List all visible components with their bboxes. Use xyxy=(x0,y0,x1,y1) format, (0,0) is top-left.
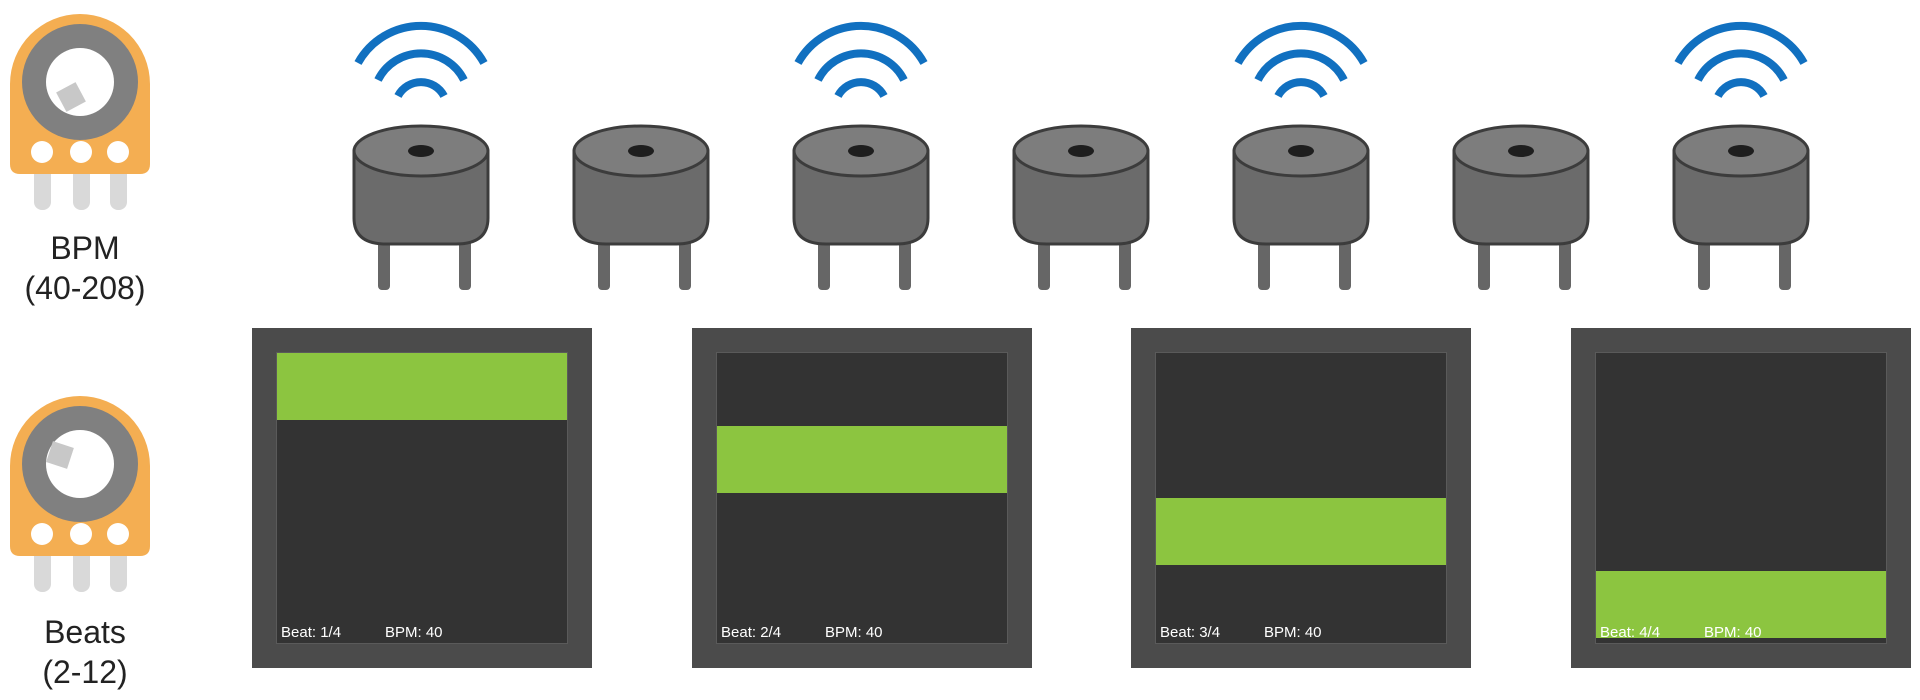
beat-text: Beat: 1/4 xyxy=(281,624,342,641)
screen-display: Beat: 2/4 BPM: 40 xyxy=(716,352,1008,644)
buzzer-active xyxy=(1666,18,1816,290)
buzzer-icon xyxy=(1452,124,1590,290)
buzzer-active xyxy=(1226,18,1376,290)
screen-display: Beat: 3/4 BPM: 40 xyxy=(1155,352,1447,644)
metronome-screen-1: Beat: 1/4 BPM: 40 xyxy=(252,328,592,668)
sound-wave-icon xyxy=(354,21,488,99)
bpm-text: BPM: 40 xyxy=(385,624,443,641)
beat-text: Beat: 2/4 xyxy=(721,624,782,641)
beat-indicator-bar xyxy=(1156,498,1446,565)
buzzer-active xyxy=(786,18,936,290)
buzzer-icon xyxy=(572,124,710,290)
screen-display: Beat: 4/4 BPM: 40 xyxy=(1595,352,1887,644)
beat-indicator-bar xyxy=(1596,571,1886,638)
beats-potentiometer xyxy=(0,386,170,596)
bpm-text: BPM: 40 xyxy=(1264,624,1322,641)
sound-wave-icon xyxy=(1234,21,1368,99)
metronome-screen-3: Beat: 3/4 BPM: 40 xyxy=(1131,328,1471,668)
metronome-screen-2: Beat: 2/4 BPM: 40 xyxy=(692,328,1032,668)
bpm-label-line1: BPM xyxy=(50,230,120,266)
bpm-potentiometer xyxy=(0,4,170,214)
buzzer-icon xyxy=(1012,124,1150,290)
buzzer xyxy=(1446,18,1596,290)
potentiometer-icon xyxy=(10,14,150,210)
beats-label: Beats (2-12) xyxy=(0,612,170,692)
buzzer xyxy=(1006,18,1156,290)
beat-indicator-bar xyxy=(717,426,1007,493)
bpm-text: BPM: 40 xyxy=(825,624,883,641)
buzzer-icon xyxy=(1672,21,1810,290)
bpm-label-line2: (40-208) xyxy=(24,270,146,306)
screen-display: Beat: 1/4 BPM: 40 xyxy=(276,352,568,644)
buzzer-icon xyxy=(1232,21,1370,290)
beat-text: Beat: 3/4 xyxy=(1160,624,1221,641)
potentiometer-icon xyxy=(10,396,150,592)
beats-label-line2: (2-12) xyxy=(42,654,128,690)
bpm-label: BPM (40-208) xyxy=(0,228,170,308)
buzzer-active xyxy=(346,18,496,290)
beat-indicator-bar xyxy=(277,353,567,420)
beat-text: Beat: 4/4 xyxy=(1600,624,1661,641)
buzzer-icon xyxy=(792,21,930,290)
bpm-text: BPM: 40 xyxy=(1704,624,1762,641)
sound-wave-icon xyxy=(1674,21,1808,99)
metronome-screen-4: Beat: 4/4 BPM: 40 xyxy=(1571,328,1911,668)
sound-wave-icon xyxy=(794,21,928,99)
buzzer-icon xyxy=(352,21,490,290)
buzzer xyxy=(566,18,716,290)
beats-label-line1: Beats xyxy=(44,614,126,650)
